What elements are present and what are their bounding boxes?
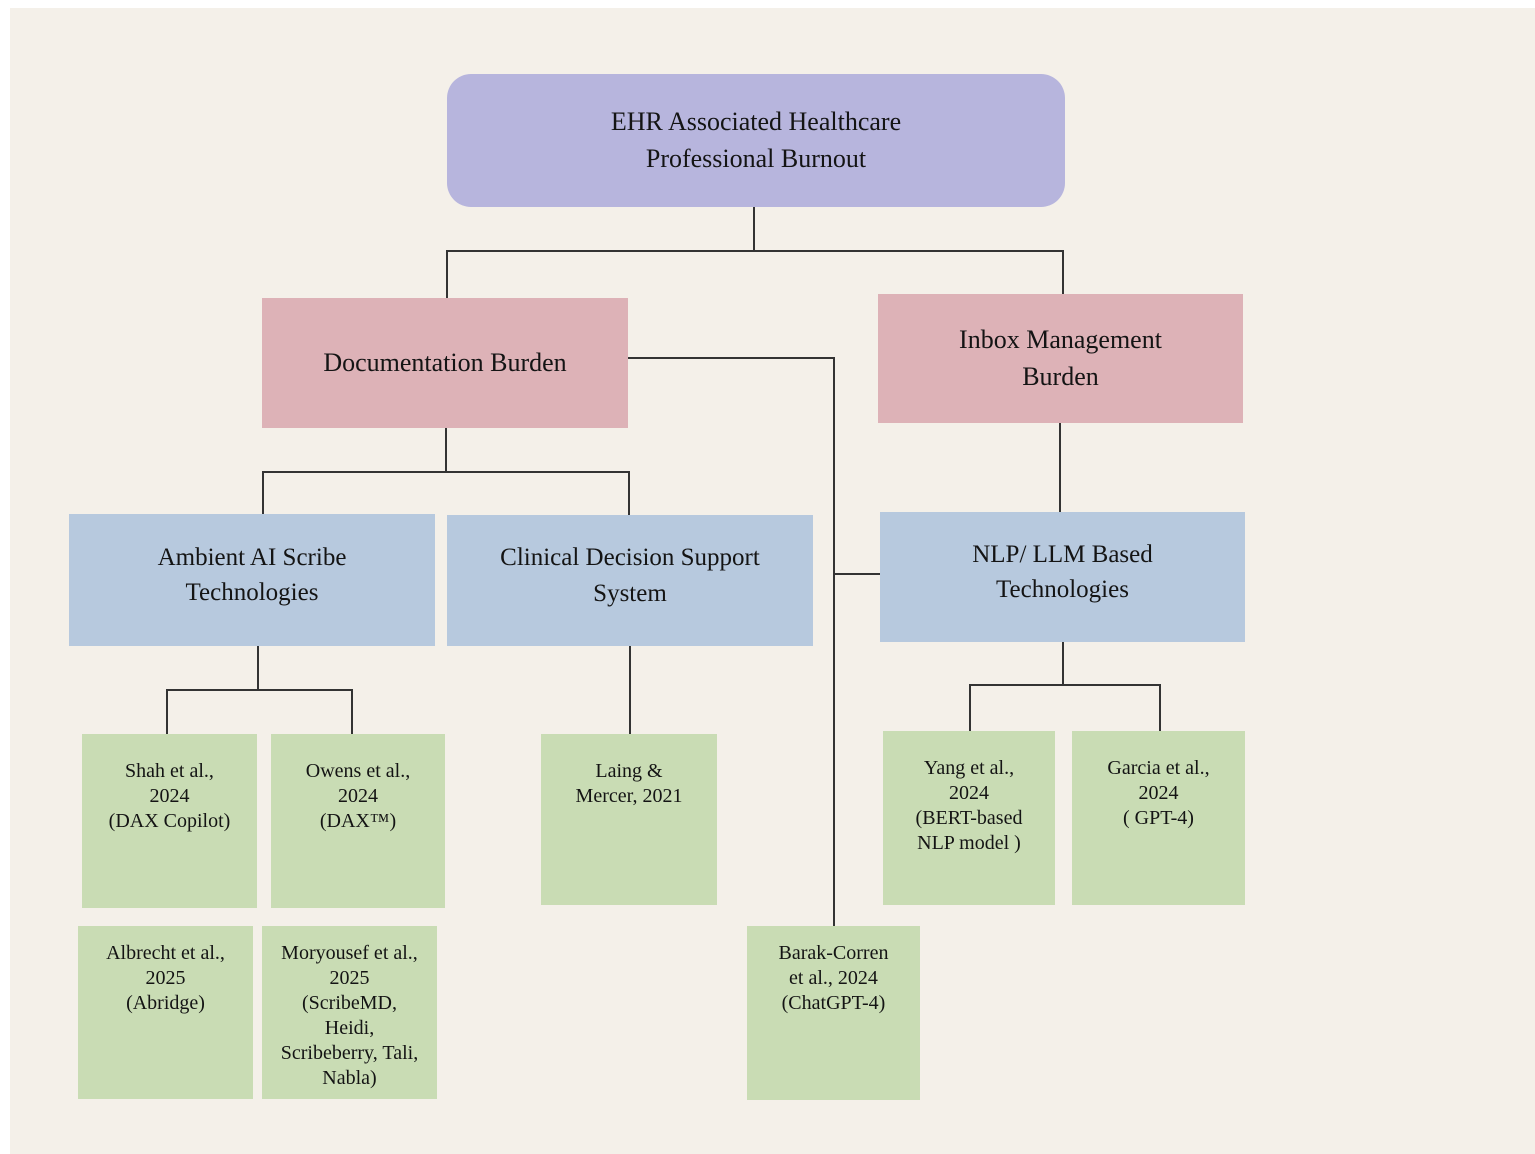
- connector-root-stem: [753, 207, 755, 252]
- node-inbox-management-burden: Inbox Management Burden: [878, 294, 1243, 423]
- node-study-garcia: Garcia et al., 2024 ( GPT-4): [1072, 731, 1245, 905]
- node-study-laing: Laing & Mercer, 2021: [541, 734, 717, 905]
- connector-to-inbox: [1062, 250, 1064, 294]
- node-ambient-ai-scribe: Ambient AI Scribe Technologies: [69, 514, 435, 646]
- node-study-yang: Yang et al., 2024 (BERT-based NLP model …: [883, 731, 1055, 905]
- connector-nlp-stem: [1062, 642, 1064, 686]
- node-study-barak-corren: Barak-Corren et al., 2024 (ChatGPT-4): [747, 926, 920, 1100]
- connector-ambient-stem: [257, 646, 259, 691]
- connector-documentation-stem: [445, 428, 447, 473]
- node-study-owens: Owens et al., 2024 (DAX™): [271, 734, 445, 908]
- connector-documentation-rail: [262, 471, 630, 473]
- connector-to-cdss: [628, 471, 630, 515]
- connector-nlp-rail: [969, 684, 1161, 686]
- connector-documentation-right: [628, 357, 835, 359]
- connector-to-garcia: [1159, 684, 1161, 731]
- connector-cdss-stem: [629, 646, 631, 734]
- connector-inbox-stem: [1059, 423, 1061, 512]
- node-study-albrecht: Albrecht et al., 2025 (Abridge): [78, 926, 253, 1099]
- connector-to-yang: [969, 684, 971, 731]
- connector-to-ambient: [262, 471, 264, 514]
- node-root-burnout: EHR Associated Healthcare Professional B…: [447, 74, 1065, 207]
- connector-to-documentation: [446, 250, 448, 298]
- connector-middle-drop: [833, 357, 835, 926]
- connector-top-rail: [446, 250, 1064, 252]
- connector-stub-to-nlp: [833, 573, 880, 575]
- node-clinical-decision-support: Clinical Decision Support System: [447, 515, 813, 646]
- node-study-shah: Shah et al., 2024 (DAX Copilot): [82, 734, 257, 908]
- node-nlp-llm-technologies: NLP/ LLM Based Technologies: [880, 512, 1245, 642]
- node-study-moryousef: Moryousef et al., 2025 (ScribeMD, Heidi,…: [262, 926, 437, 1099]
- connector-to-owens: [351, 689, 353, 734]
- node-documentation-burden: Documentation Burden: [262, 298, 628, 428]
- connector-to-shah: [166, 689, 168, 734]
- connector-ambient-rail: [166, 689, 353, 691]
